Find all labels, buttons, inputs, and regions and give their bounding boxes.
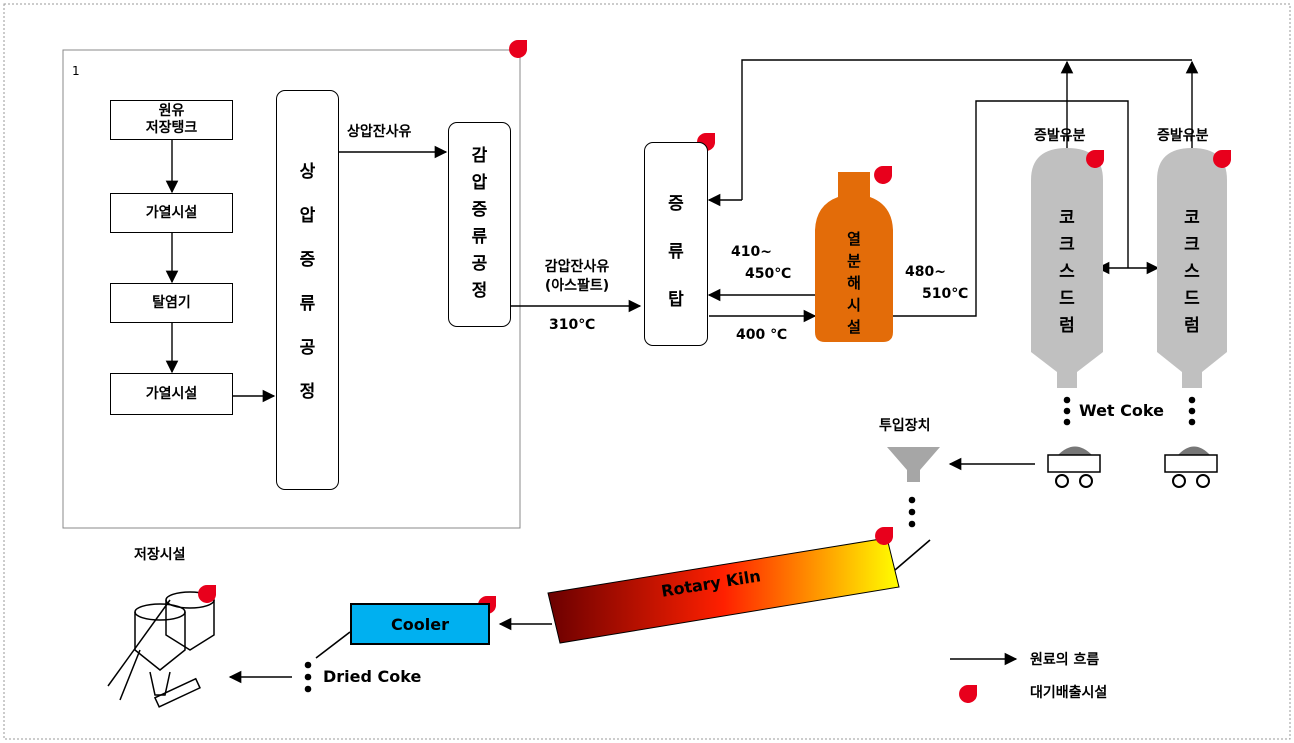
line-pyrolysis-to-drums xyxy=(893,100,1129,317)
legend-emission-label: 대기배출시설 xyxy=(1030,685,1108,701)
figure-number: 1 xyxy=(72,64,80,78)
emission-marker-icon xyxy=(1086,150,1104,168)
cart-1 xyxy=(1047,446,1101,488)
pyrolysis-vessel xyxy=(815,172,893,342)
temp-400-label: 400 ℃ xyxy=(736,327,788,343)
emission-marker-icon xyxy=(959,685,977,703)
feeder-funnel xyxy=(887,447,940,482)
legend-flow-label: 원료의 흐름 xyxy=(1030,652,1100,668)
line-cooler-to-coke xyxy=(315,631,351,659)
line-vapor-return xyxy=(741,59,1192,200)
storage-silo-icon xyxy=(107,591,215,708)
heater-2-box: 가열시설 xyxy=(110,373,233,415)
temp-450-label: 450℃ xyxy=(745,266,792,282)
vac-residue-asphalt-label: (아스팔트) xyxy=(544,278,610,294)
temp-410-label: 410~ xyxy=(731,244,772,260)
line-feeder-to-kiln xyxy=(894,539,931,571)
wet-coke-dots xyxy=(304,396,1196,693)
crude-storage-box: 원유 저장탱크 xyxy=(110,100,233,140)
vac-distillation-box xyxy=(448,122,511,327)
dried-coke-label: Dried Coke xyxy=(323,667,422,686)
coke-drum-2-vessel xyxy=(1157,148,1227,388)
emission-marker-icon xyxy=(875,527,893,545)
temp-510-label: 510℃ xyxy=(922,286,969,302)
feeder-label: 투입장치 xyxy=(879,418,931,434)
rotary-kiln xyxy=(547,537,900,644)
emission-marker-icon xyxy=(874,166,892,184)
storage-label: 저장시설 xyxy=(134,547,186,563)
temp-480-label: 480~ xyxy=(905,264,946,280)
emission-marker-icon xyxy=(1213,150,1231,168)
outer-frame xyxy=(3,3,1291,740)
coke-drum-1-vessel xyxy=(1031,148,1103,388)
wet-coke-label: Wet Coke xyxy=(1079,401,1164,420)
emission-marker-icon xyxy=(509,40,527,58)
cart-2 xyxy=(1164,446,1218,488)
heater-1-box: 가열시설 xyxy=(110,193,233,233)
temp-310-label: 310℃ xyxy=(549,317,596,333)
vapor-label-1: 증발유분 xyxy=(1034,128,1086,144)
desalter-box: 탈염기 xyxy=(110,283,233,323)
atm-distillation-box xyxy=(276,90,339,490)
section-1-frame xyxy=(62,49,521,529)
vac-residue-label: 감압잔사유 xyxy=(544,259,610,275)
column-box xyxy=(644,142,708,346)
vapor-label-2: 증발유분 xyxy=(1157,128,1209,144)
atm-residue-label: 상압잔사유 xyxy=(347,124,412,140)
emission-marker-icon xyxy=(198,585,216,603)
cooler-box: Cooler xyxy=(350,603,490,645)
